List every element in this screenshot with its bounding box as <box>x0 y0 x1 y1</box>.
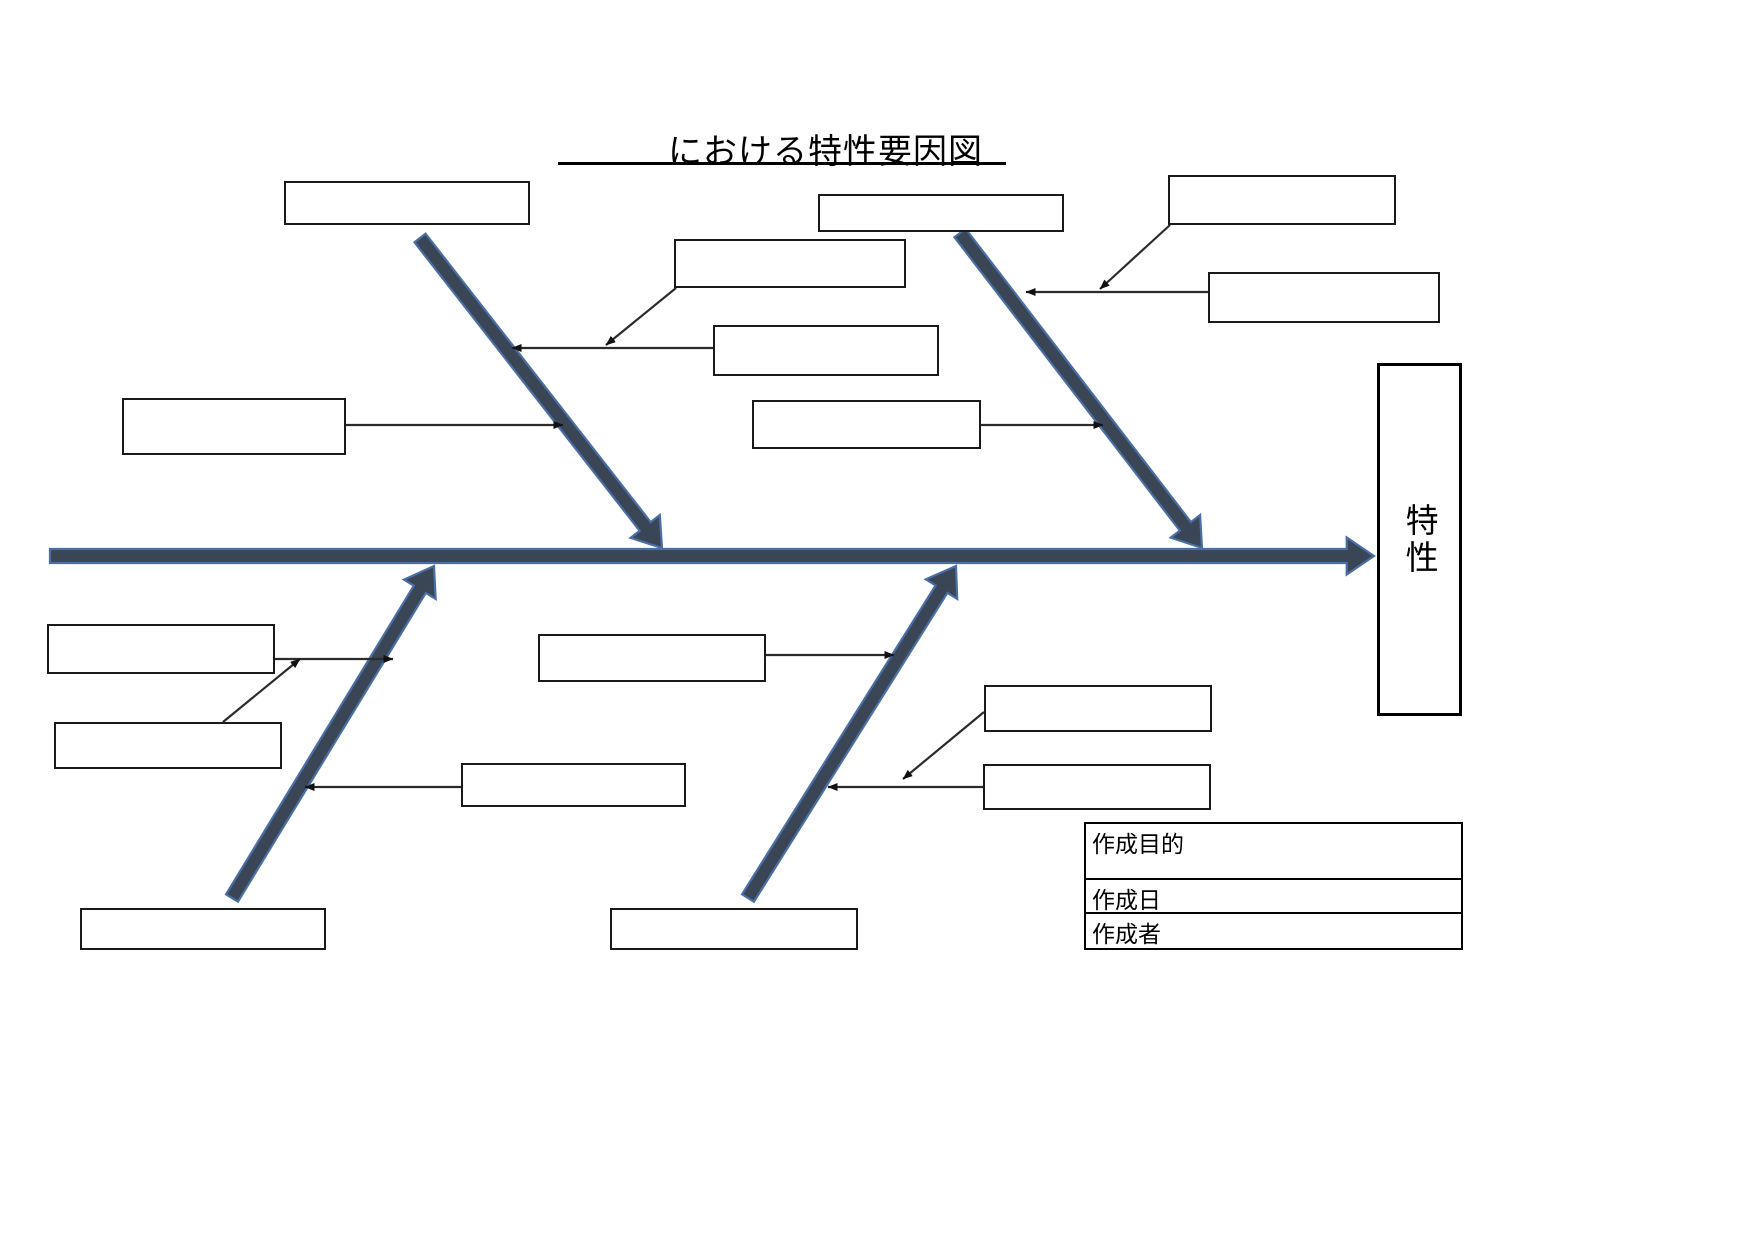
connector-ur-sub-a <box>1099 224 1171 290</box>
cause-box-ll-sub-c[interactable] <box>461 763 686 807</box>
cause-box-ur-sub-c[interactable] <box>752 400 981 449</box>
cause-box-ul-sub-a[interactable] <box>674 239 906 288</box>
cause-box-lr-main[interactable] <box>610 908 858 950</box>
lower-right-branch <box>740 564 959 904</box>
info-row-date[interactable]: 作成日 <box>1086 880 1461 914</box>
page-title: における特性要因図 <box>668 132 983 172</box>
cause-box-ll-sub-a[interactable] <box>47 624 275 674</box>
upper-left-branch <box>412 232 664 550</box>
cause-box-ul-sub-c[interactable] <box>122 398 346 455</box>
info-label-author: 作成者 <box>1092 922 1161 948</box>
cause-box-ul-sub-b[interactable] <box>713 325 939 376</box>
effect-box[interactable]: 特性 <box>1377 363 1462 716</box>
info-label-date: 作成日 <box>1092 888 1161 914</box>
cause-box-ur-sub-a[interactable] <box>1168 175 1396 225</box>
info-label-purpose: 作成目的 <box>1092 832 1184 858</box>
lower-left-branch <box>224 564 437 904</box>
cause-box-lr-sub-b[interactable] <box>984 685 1212 732</box>
connectors-group <box>222 224 1208 791</box>
branches-group <box>224 227 1204 904</box>
info-table: 作成目的作成日作成者 <box>1084 822 1463 950</box>
cause-box-ll-sub-b[interactable] <box>54 722 282 769</box>
cause-box-ul-main[interactable] <box>284 181 530 225</box>
connector-lr-sub-b <box>902 711 985 780</box>
info-row-purpose[interactable]: 作成目的 <box>1086 824 1461 880</box>
title-underline <box>558 162 1006 165</box>
cause-box-ur-sub-b[interactable] <box>1208 272 1440 323</box>
cause-box-lr-sub-c[interactable] <box>983 764 1211 810</box>
upper-right-branch <box>952 227 1204 550</box>
cause-box-lr-sub-a[interactable] <box>538 634 766 682</box>
info-row-author[interactable]: 作成者 <box>1086 914 1461 948</box>
cause-box-ll-main[interactable] <box>80 908 326 950</box>
spine-group <box>48 535 1376 577</box>
effect-label: 特性 <box>1400 502 1440 577</box>
spine-arrow <box>48 535 1376 577</box>
cause-box-ur-main[interactable] <box>818 194 1064 232</box>
connector-ll-sub-b <box>222 658 301 723</box>
connector-ul-sub-a <box>605 287 677 346</box>
